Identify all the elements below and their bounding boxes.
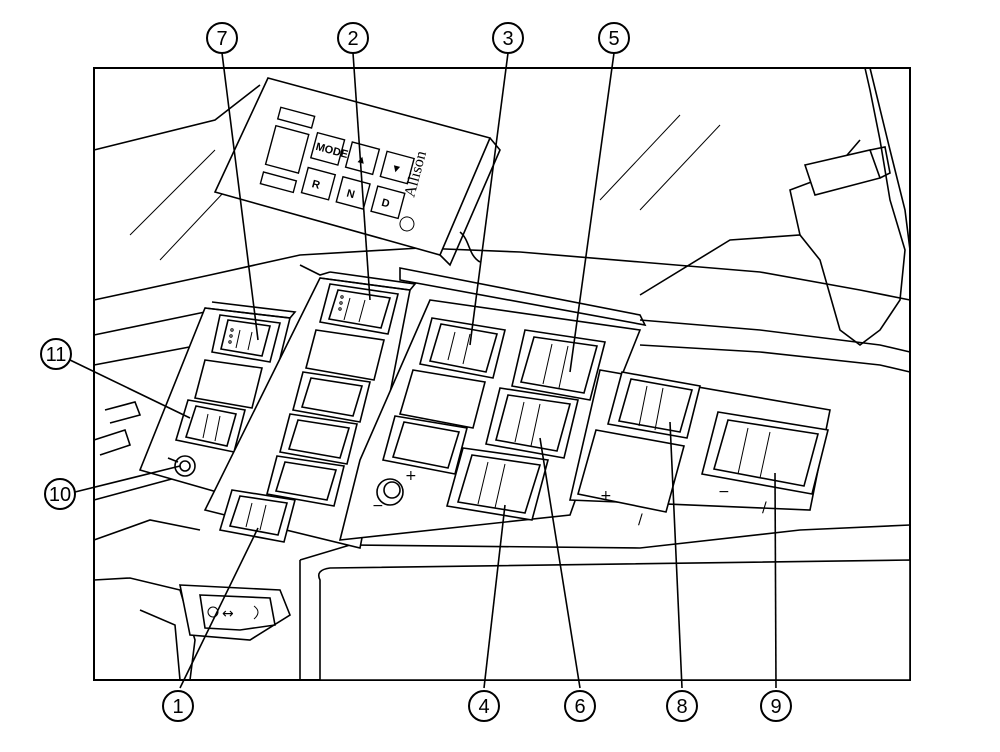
blank-slot-right bbox=[576, 429, 686, 513]
panel-rail bbox=[399, 267, 647, 327]
switch-2[interactable] bbox=[319, 283, 399, 335]
drive-key[interactable] bbox=[370, 185, 406, 220]
mode-key[interactable] bbox=[309, 131, 346, 166]
callout-5-label: 5 bbox=[608, 28, 619, 50]
callout-1-label: 1 bbox=[172, 696, 183, 718]
upshift-key-label: ▲ bbox=[355, 153, 369, 167]
selector-display bbox=[264, 124, 310, 174]
knob-minus: − bbox=[372, 498, 384, 514]
center-switch-panel: + − ◄ ► bbox=[338, 299, 642, 541]
callout-5: 5 bbox=[598, 22, 630, 54]
callout-1: 1 bbox=[162, 690, 194, 722]
callout-6: 6 bbox=[564, 690, 596, 722]
callout-3-label: 3 bbox=[502, 28, 513, 50]
right-switch-panel: + / − / bbox=[569, 369, 831, 528]
allison-logo-icon bbox=[399, 216, 415, 232]
lower-dash: ↔ bbox=[93, 401, 911, 681]
callout-4: 4 bbox=[468, 690, 500, 722]
right-plus: + bbox=[600, 488, 612, 504]
callout-8-label: 8 bbox=[676, 696, 687, 718]
callout-6-label: 6 bbox=[574, 696, 585, 718]
rotary-knob[interactable] bbox=[376, 478, 404, 506]
far-right-minus: − bbox=[718, 484, 730, 500]
switch-4[interactable] bbox=[445, 447, 550, 521]
callout-4-label: 4 bbox=[478, 696, 489, 718]
switch-5[interactable] bbox=[511, 329, 606, 401]
upshift-key[interactable] bbox=[344, 141, 381, 176]
callout-7: 7 bbox=[206, 22, 238, 54]
double-arrow-mark: ↔ bbox=[222, 606, 234, 622]
selector-hold-key[interactable] bbox=[259, 171, 298, 194]
cab-background bbox=[93, 67, 911, 373]
callout-2-label: 2 bbox=[347, 28, 358, 50]
callout-11-label: 11 bbox=[46, 344, 67, 366]
callout-9-label: 9 bbox=[770, 696, 781, 718]
switch-6[interactable] bbox=[485, 387, 579, 459]
switch-9[interactable] bbox=[701, 411, 829, 495]
callout-10-label: 10 bbox=[49, 484, 71, 506]
leader-lines bbox=[69, 52, 777, 689]
switch-11[interactable] bbox=[174, 399, 246, 453]
downshift-key-label: ▼ bbox=[389, 162, 403, 176]
switch-3[interactable] bbox=[419, 317, 506, 379]
selector-display-label bbox=[276, 106, 316, 129]
right-slash: / bbox=[638, 512, 643, 528]
callout-11: 11 bbox=[40, 338, 72, 370]
downshift-key[interactable] bbox=[379, 150, 415, 185]
reverse-key-label: R bbox=[311, 178, 322, 192]
switch-1[interactable] bbox=[218, 489, 296, 543]
center-left-switch-column bbox=[203, 271, 417, 549]
callout-9: 9 bbox=[760, 690, 792, 722]
switch-7[interactable] bbox=[211, 314, 281, 363]
rocker-lower-left[interactable] bbox=[382, 415, 468, 475]
drive-key-label: D bbox=[380, 197, 391, 211]
neutral-key-label: N bbox=[345, 188, 356, 202]
rocker-stack[interactable] bbox=[266, 371, 371, 507]
callout-10: 10 bbox=[44, 478, 76, 510]
blank-slot-column bbox=[305, 329, 385, 381]
key-switch-10[interactable] bbox=[167, 455, 196, 477]
switch-8[interactable] bbox=[607, 371, 701, 439]
reverse-key[interactable] bbox=[300, 166, 337, 201]
blank-slot-center bbox=[398, 369, 486, 429]
callout-8: 8 bbox=[666, 690, 698, 722]
far-right-slash: / bbox=[762, 500, 767, 516]
callout-7-label: 7 bbox=[216, 28, 227, 50]
blank-slot-left-1 bbox=[194, 359, 263, 409]
knob-plus: + bbox=[405, 468, 417, 484]
callout-3: 3 bbox=[492, 22, 524, 54]
allison-shift-selector: MODE ▲ ▼ R N D Allison bbox=[213, 77, 501, 267]
callout-2: 2 bbox=[337, 22, 369, 54]
